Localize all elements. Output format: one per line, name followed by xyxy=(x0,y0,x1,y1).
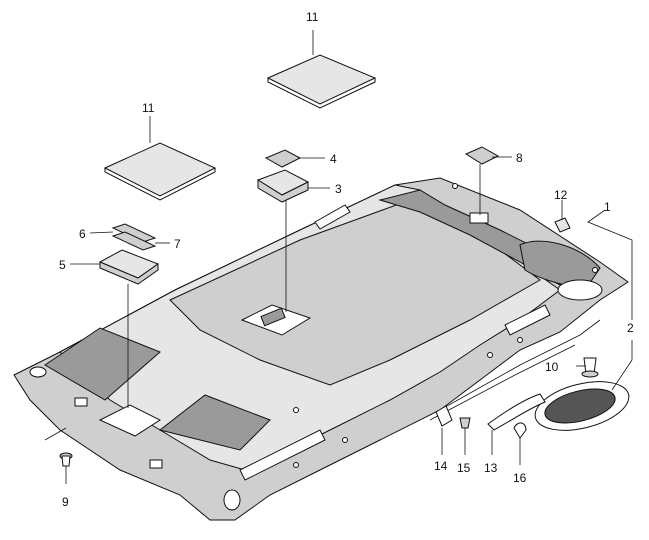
map-lamp xyxy=(98,249,160,285)
trim-clip xyxy=(59,452,73,467)
callout-11-lower: 11 xyxy=(142,101,155,115)
rear-lamp xyxy=(464,146,500,165)
clip xyxy=(554,217,571,233)
callout-15: 15 xyxy=(457,461,471,475)
lamp-lens xyxy=(264,149,302,168)
dome-lamp xyxy=(256,169,310,203)
leader-lines xyxy=(44,30,633,484)
headliner-panel xyxy=(13,177,629,521)
callout-2: 2 xyxy=(627,321,634,335)
callout-12: 12 xyxy=(554,188,568,202)
callout-3: 3 xyxy=(335,182,342,196)
map-lamp-strip-lower xyxy=(111,231,157,251)
bezel xyxy=(435,405,453,427)
callout-1: 1 xyxy=(604,200,611,214)
grip-cover xyxy=(513,422,527,439)
callout-6: 6 xyxy=(79,227,86,241)
callout-11-upper: 11 xyxy=(306,10,319,24)
insulator-pad-upper xyxy=(266,54,377,105)
callout-7: 7 xyxy=(174,237,181,251)
push-rivet xyxy=(581,357,599,378)
callout-5: 5 xyxy=(59,258,66,272)
callout-9: 9 xyxy=(62,495,69,509)
insulator-pad-lower xyxy=(103,142,217,197)
callout-16: 16 xyxy=(513,471,527,485)
screw xyxy=(459,417,471,429)
callout-4: 4 xyxy=(330,152,337,166)
callout-14: 14 xyxy=(434,459,448,473)
callout-13: 13 xyxy=(484,461,498,475)
callout-10: 10 xyxy=(545,360,559,374)
callout-8: 8 xyxy=(516,151,523,165)
assist-grip xyxy=(487,393,546,431)
speaker-grille xyxy=(534,381,630,431)
